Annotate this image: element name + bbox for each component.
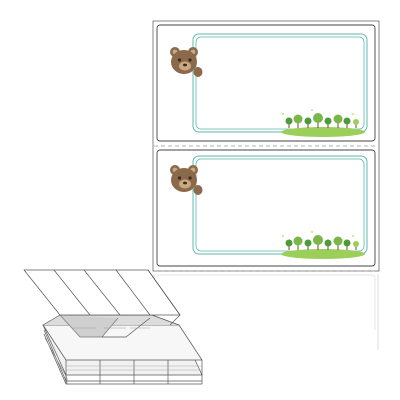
label-2: [156, 149, 376, 267]
label-1: [156, 24, 376, 142]
fanfold-label-stack: [23, 269, 203, 385]
